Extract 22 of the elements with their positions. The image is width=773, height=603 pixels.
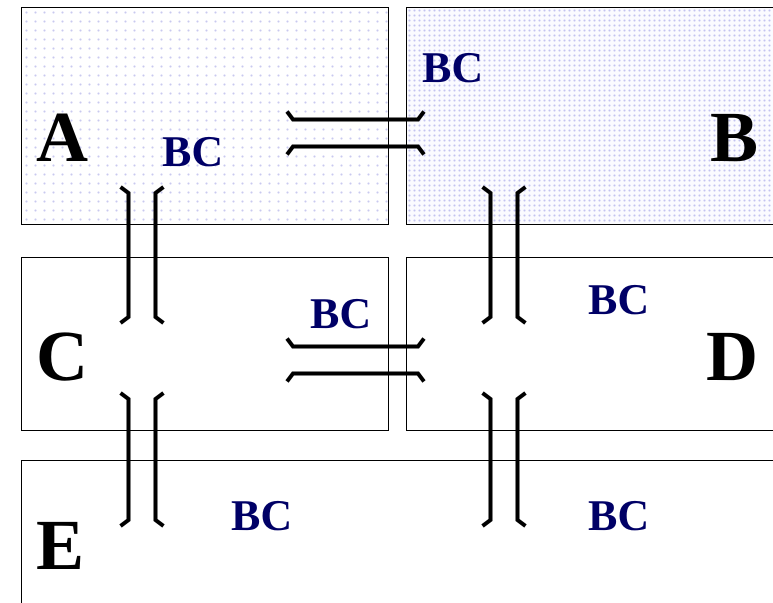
- region-box: [21, 460, 773, 603]
- boundary-label: BC: [422, 46, 484, 90]
- boundary-label: BC: [588, 278, 650, 322]
- bridge-connector: [480, 185, 528, 325]
- region-label: B: [710, 101, 758, 173]
- region-label: D: [706, 320, 758, 392]
- boundary-label: BC: [310, 292, 372, 336]
- bridge-connector: [285, 336, 426, 384]
- boundary-label: BC: [162, 130, 224, 174]
- bridge-connector: [480, 391, 528, 528]
- region-box: [21, 7, 389, 225]
- bridge-connector: [118, 391, 166, 528]
- region-box: [406, 7, 773, 225]
- boundary-label: BC: [231, 494, 292, 538]
- region-label: E: [36, 509, 84, 581]
- region-label: C: [36, 320, 88, 392]
- boundary-label: BC: [588, 494, 650, 538]
- region-label: A: [36, 101, 88, 173]
- region-box: [21, 257, 389, 431]
- bridge-connector: [118, 185, 166, 325]
- bridge-connector: [285, 110, 426, 156]
- region-box: [406, 257, 773, 431]
